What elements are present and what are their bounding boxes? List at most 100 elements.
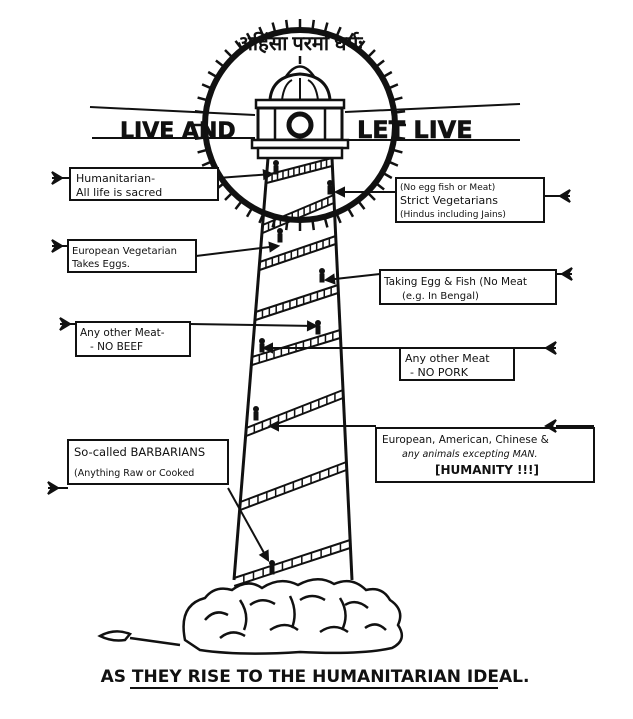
label-strict-veg-line3: (Hindus including Jains) (400, 210, 506, 220)
label-humanity: European, American, Chinese & any animal… (375, 427, 595, 483)
pointer-arrow (514, 341, 557, 355)
sun-ray (201, 83, 212, 90)
pointer-arrow (189, 320, 319, 332)
stair-band (259, 235, 337, 271)
label-barbarians: So-called BARBARIANS (Anything Raw or Co… (67, 439, 229, 485)
label-no-beef-line1: Any other Meat- (80, 327, 165, 339)
hindi-motto: अहिंसा परमो धर्मः (238, 31, 364, 55)
sun-ray (197, 148, 208, 154)
sun-ray (392, 96, 403, 102)
stair-band (262, 194, 335, 234)
sun-ray (234, 40, 243, 50)
pointer-arrow (323, 273, 381, 285)
pointer-arrow (544, 419, 594, 433)
label-egg-fish-line1: Taking Egg & Fish (No Meat (383, 276, 527, 288)
label-humanitarian: Humanitarian- All life is sacred (69, 167, 219, 201)
sun-ray (323, 22, 329, 33)
stair-band (233, 539, 351, 587)
label-barbarians-line2: (Anything Raw or Cooked (74, 468, 194, 479)
climber-figure (253, 406, 259, 421)
label-egg-fish-line2: (e.g. In Bengal) (402, 291, 479, 302)
label-egg-fish: Taking Egg & Fish (No Meat (e.g. In Beng… (379, 269, 557, 305)
climber-figure (327, 180, 333, 195)
sun-ray (335, 26, 342, 37)
sun-ray (323, 217, 329, 228)
label-european-vegetarian: European Vegetarian Takes Eggs. (67, 239, 197, 273)
climber-figure (273, 160, 279, 175)
sun-ray (311, 19, 316, 30)
sun-ray (382, 70, 393, 79)
sun-ray (224, 49, 233, 58)
pointer-arrow (556, 267, 573, 281)
pointer-arrows (47, 169, 594, 562)
label-no-pork: Any other Meat - NO PORK (399, 347, 515, 381)
sun-ray (357, 200, 366, 210)
label-humanitarian-line1: Humanitarian- (76, 172, 155, 185)
climber-figure (269, 560, 275, 575)
label-european-veg-line1: European Vegetarian (72, 246, 177, 257)
caption: AS THEY RISE TO THE HUMANITARIAN IDEAL. (101, 667, 530, 687)
label-humanity-line2: any animals excepting MAN. (402, 449, 537, 460)
sun-halo (89, 19, 521, 231)
pointer-arrow (333, 186, 396, 198)
sun-ray (388, 160, 399, 167)
sun-ray (234, 200, 243, 210)
sun-ray (392, 148, 403, 154)
sun-ray (357, 40, 366, 50)
label-strict-veg-line2: Strict Vegetarians (400, 194, 498, 207)
sun-ray (245, 32, 254, 43)
sun-ray (346, 207, 355, 218)
pointer-arrow (227, 487, 270, 562)
live-and-text: LIVE AND (120, 119, 236, 144)
climber-figure (277, 228, 283, 243)
label-no-beef: Any other Meat- - NO BEEF (75, 321, 191, 357)
pointer-arrow (261, 342, 400, 354)
sun-ray (367, 192, 376, 201)
pointer-arrow (47, 481, 68, 495)
sun-ray (311, 220, 316, 231)
sun-ray (346, 32, 355, 43)
lantern-room (250, 56, 350, 160)
label-no-pork-line2: - NO PORK (410, 366, 469, 379)
label-no-pork-line1: Any other Meat (405, 352, 490, 365)
sun-ray (271, 22, 277, 33)
stair-band (245, 389, 344, 437)
stair-band (255, 284, 339, 321)
sun-ray (245, 207, 254, 218)
pointer-arrow (217, 169, 275, 181)
climber-figure (319, 268, 325, 283)
label-humanity-line3: [HUMANITY !!!] (435, 463, 539, 477)
pointer-arrow (51, 239, 68, 253)
label-humanitarian-line2: All life is sacred (76, 186, 162, 199)
label-humanity-line1: European, American, Chinese & (382, 434, 549, 446)
sun-ray (224, 192, 233, 201)
sun-ray (201, 160, 212, 167)
sun-ray (395, 136, 406, 141)
sun-ray (197, 96, 208, 102)
sun-ray (367, 49, 376, 58)
pointer-arrow (544, 189, 571, 203)
sun-ray (382, 171, 393, 180)
stair-band (239, 461, 347, 511)
pointer-arrow (195, 241, 281, 257)
sun-ray (207, 70, 218, 79)
sun-ray (395, 109, 406, 114)
pointer-arrow (267, 420, 376, 432)
sun-ray (388, 83, 399, 90)
pointer-arrow (59, 317, 76, 331)
label-no-beef-line2: - NO BEEF (90, 341, 143, 353)
climber-figure (259, 338, 265, 353)
let-live-text: LET LIVE (357, 116, 473, 144)
label-strict-vegetarians: (No egg fish or Meat) Strict Vegetarians… (395, 177, 545, 223)
climbing-figures (253, 160, 333, 575)
stair-band (251, 329, 341, 366)
label-european-veg-line2: Takes Eggs. (71, 259, 130, 270)
label-barbarians-line1: So-called BARBARIANS (74, 445, 205, 459)
climber-figure (315, 320, 321, 335)
sun-ray (375, 59, 385, 68)
light-lens (286, 111, 314, 139)
rocky-base (97, 578, 404, 655)
sun-ray (284, 19, 289, 30)
sun-ray (215, 59, 225, 68)
